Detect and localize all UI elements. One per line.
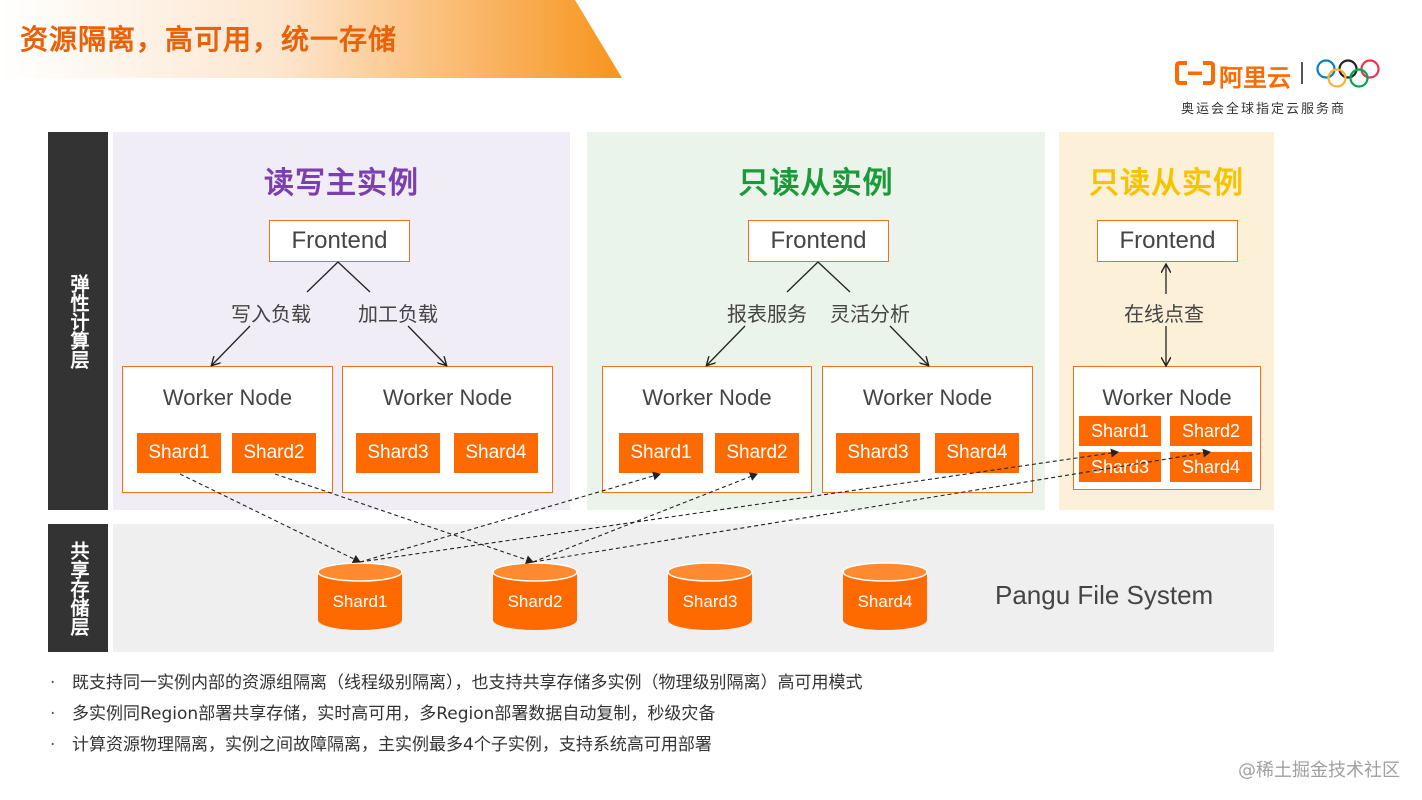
storage-shard-label: Shard2 [507, 592, 563, 611]
shard-block: Shard1 [137, 433, 221, 473]
aliyun-logo-icon [1175, 61, 1215, 85]
storage-shard-label: Shard4 [857, 592, 913, 611]
shard-block: Shard4 [1170, 452, 1252, 482]
storage-cylinder-icon [667, 562, 753, 630]
page-title: 资源隔离，高可用，统一存储 [20, 23, 398, 56]
logo-brand: 阿里云 [1219, 64, 1291, 92]
bullet-text: 既支持同一实例内部的资源组隔离（线程级别隔离），也支持共享存储多实例（物理级别隔… [72, 673, 863, 693]
compute-layer-label: 弹性计算层 [48, 132, 108, 510]
storage-cylinder-icon [492, 562, 578, 630]
worker-node: Worker Node Shard1 Shard2 Shard3 Shard4 [1073, 366, 1261, 490]
shard-block: Shard1 [619, 433, 703, 473]
shard-block: Shard4 [454, 433, 538, 473]
shard-block: Shard3 [1079, 452, 1161, 482]
shard-block: Shard3 [356, 433, 440, 473]
bullet-text: 计算资源物理隔离，实例之间故障隔离，主实例最多4个子实例，支持系统高可用部署 [72, 735, 712, 755]
panel-title: 只读从实例 [1089, 166, 1244, 201]
shard-block: Shard3 [836, 433, 920, 473]
shard-block: Shard2 [715, 433, 799, 473]
olympic-rings-icon [1316, 59, 1380, 88]
load-label: 报表服务 [727, 302, 807, 326]
shard-block: Shard2 [1170, 416, 1252, 446]
bullet-item: · 既支持同一实例内部的资源组隔离（线程级别隔离），也支持共享存储多实例（物理级别… [50, 668, 863, 699]
worker-node: Worker Node Shard3 Shard4 [822, 366, 1033, 493]
worker-node-label: Worker Node [1102, 385, 1232, 410]
frontend-box: Frontend [748, 220, 889, 262]
compute-layer-text: 弹性计算层 [67, 273, 90, 369]
load-connector-lines [212, 261, 1166, 365]
panel-title: 只读从实例 [738, 166, 894, 201]
logo: 阿里云 奥运会全球指定云服务商 [1175, 58, 1385, 118]
bullet-item: · 计算资源物理隔离，实例之间故障隔离，主实例最多4个子实例，支持系统高可用部署 [50, 730, 863, 761]
title-banner [0, 0, 622, 78]
load-label: 写入负载 [231, 302, 311, 326]
worker-node: Worker Node Shard1 Shard2 [122, 366, 333, 493]
readonly-instance-panel: 只读从实例 Frontend 报表服务 灵活分析 Worker Node Sha… [587, 132, 1045, 510]
frontend-box: Frontend [269, 220, 410, 262]
shard-block: Shard2 [232, 433, 316, 473]
worker-node-label: Worker Node [382, 385, 513, 410]
bullet-dot: · [50, 673, 56, 693]
storage-shard-label: Shard3 [682, 592, 738, 611]
shard-block: Shard4 [935, 433, 1019, 473]
primary-instance-panel: 读写主实例 Frontend 写入负载 加工负载 Worker Node Sha… [113, 132, 570, 510]
worker-node-label: Worker Node [162, 385, 293, 410]
panel-title: 读写主实例 [264, 166, 419, 201]
shard-storage-links [179, 448, 1211, 564]
storage-shard-label: Shard1 [332, 592, 388, 611]
storage-layer-text: 共享存储层 [67, 540, 90, 636]
bullet-list: · 既支持同一实例内部的资源组隔离（线程级别隔离），也支持共享存储多实例（物理级别… [50, 668, 863, 761]
storage-cylinder-icon [317, 562, 403, 630]
storage-cylinder-icon [842, 562, 928, 630]
load-label: 灵活分析 [830, 302, 910, 326]
load-label: 加工负载 [358, 302, 438, 326]
bullet-dot: · [50, 735, 56, 755]
bullet-item: · 多实例同Region部署共享存储，实时高可用，多Region部署数据自动复制，… [50, 699, 863, 730]
logo-subtitle: 奥运会全球指定云服务商 [1181, 102, 1347, 117]
worker-node-label: Worker Node [862, 385, 993, 410]
frontend-box: Frontend [1097, 220, 1238, 262]
worker-node-label: Worker Node [642, 385, 772, 410]
logo-divider [1301, 62, 1303, 84]
shard-block: Shard1 [1079, 416, 1161, 446]
pangu-file-system-label: Pangu File System [995, 580, 1214, 610]
bullet-text: 多实例同Region部署共享存储，实时高可用，多Region部署数据自动复制，秒… [72, 704, 716, 724]
worker-node: Worker Node Shard3 Shard4 [342, 366, 553, 493]
bullet-dot: · [50, 704, 56, 724]
storage-layer-label: 共享存储层 [48, 524, 108, 652]
load-label: 在线点查 [1124, 302, 1204, 326]
watermark: @稀土掘金技术社区 [1238, 760, 1400, 781]
readonly-instance-panel-2: 只读从实例 Frontend 在线点查 Worker Node Shard1 S… [1059, 132, 1274, 510]
